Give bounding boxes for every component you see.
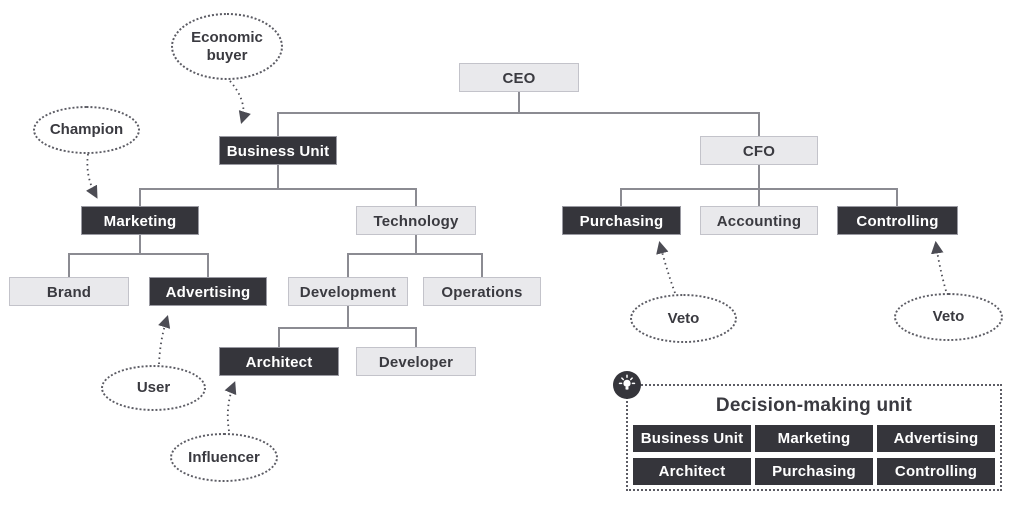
annotation-user: User xyxy=(101,365,206,411)
legend-decision-making-unit: Decision-making unit Business Unit Marke… xyxy=(626,384,1002,491)
annotation-economic-buyer: Economic buyer xyxy=(171,13,283,80)
legend-item-business-unit: Business Unit xyxy=(633,425,751,452)
node-business-unit: Business Unit xyxy=(219,136,337,165)
legend-title: Decision-making unit xyxy=(715,395,913,416)
annotation-arrows xyxy=(85,80,947,432)
annotation-label: User xyxy=(136,379,171,397)
node-architect: Architect xyxy=(219,347,339,376)
annotation-veto-controlling: Veto xyxy=(894,293,1003,341)
node-cfo: CFO xyxy=(700,136,818,165)
node-developer: Developer xyxy=(356,347,476,376)
annotation-label: Champion xyxy=(49,121,124,139)
node-accounting: Accounting xyxy=(700,206,818,235)
annotation-label: Veto xyxy=(932,308,965,326)
annotation-influencer: Influencer xyxy=(170,433,278,482)
node-controlling: Controlling xyxy=(837,206,958,235)
node-operations: Operations xyxy=(423,277,541,306)
node-purchasing: Purchasing xyxy=(562,206,681,235)
node-ceo: CEO xyxy=(459,63,579,92)
lightbulb-icon xyxy=(613,371,641,399)
annotation-label: Economic buyer xyxy=(191,29,263,64)
node-brand: Brand xyxy=(9,277,129,306)
annotation-veto-purchasing: Veto xyxy=(630,294,737,343)
legend-grid: Business Unit Marketing Advertising Arch… xyxy=(628,425,1000,485)
org-connectors xyxy=(68,92,898,347)
node-development: Development xyxy=(288,277,408,306)
annotation-label: Veto xyxy=(667,309,700,327)
legend-item-advertising: Advertising xyxy=(877,425,995,452)
legend-item-purchasing: Purchasing xyxy=(755,458,873,485)
node-technology: Technology xyxy=(356,206,476,235)
annotation-champion: Champion xyxy=(33,106,140,154)
legend-item-architect: Architect xyxy=(633,458,751,485)
legend-item-controlling: Controlling xyxy=(877,458,995,485)
node-marketing: Marketing xyxy=(81,206,199,235)
annotation-label: Influencer xyxy=(188,448,260,466)
legend-item-marketing: Marketing xyxy=(755,425,873,452)
node-advertising: Advertising xyxy=(149,277,267,306)
